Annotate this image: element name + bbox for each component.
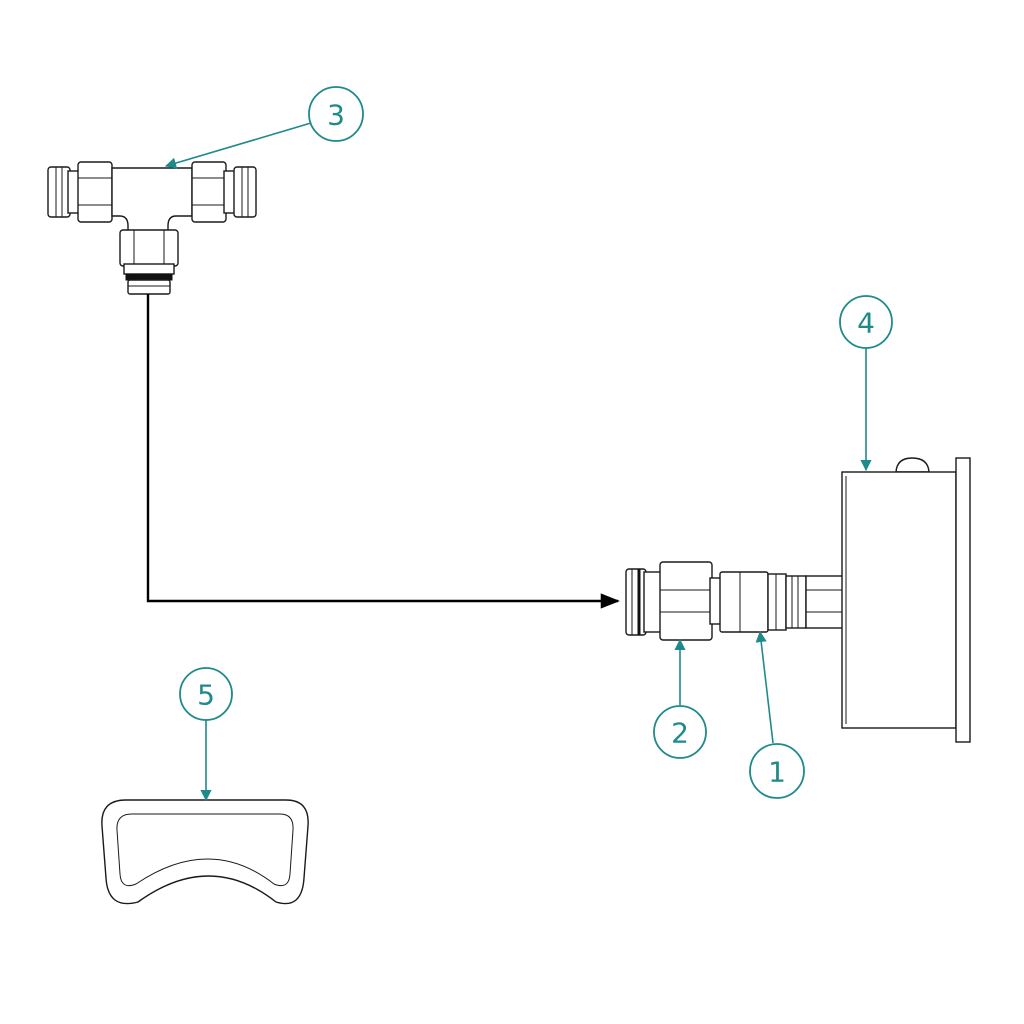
balloon-3: 3 <box>308 86 364 142</box>
leader-1 <box>755 630 774 744</box>
tee-fitting <box>47 161 257 295</box>
balloon-4-label: 4 <box>857 307 875 340</box>
balloon-1-label: 1 <box>768 756 786 789</box>
tubing-line <box>146 294 620 609</box>
pressure-gauge <box>841 457 971 743</box>
balloon-1: 1 <box>749 743 805 799</box>
balloon-4: 4 <box>839 295 893 349</box>
rubber-pad <box>101 799 309 905</box>
balloon-5: 5 <box>179 667 233 721</box>
balloon-3-label: 3 <box>327 99 345 132</box>
leader-3 <box>164 122 312 169</box>
adapter-fitting <box>719 571 845 633</box>
straight-connector <box>625 561 723 641</box>
balloon-5-label: 5 <box>197 679 215 712</box>
balloon-2: 2 <box>653 705 707 759</box>
balloon-2-label: 2 <box>671 717 689 750</box>
